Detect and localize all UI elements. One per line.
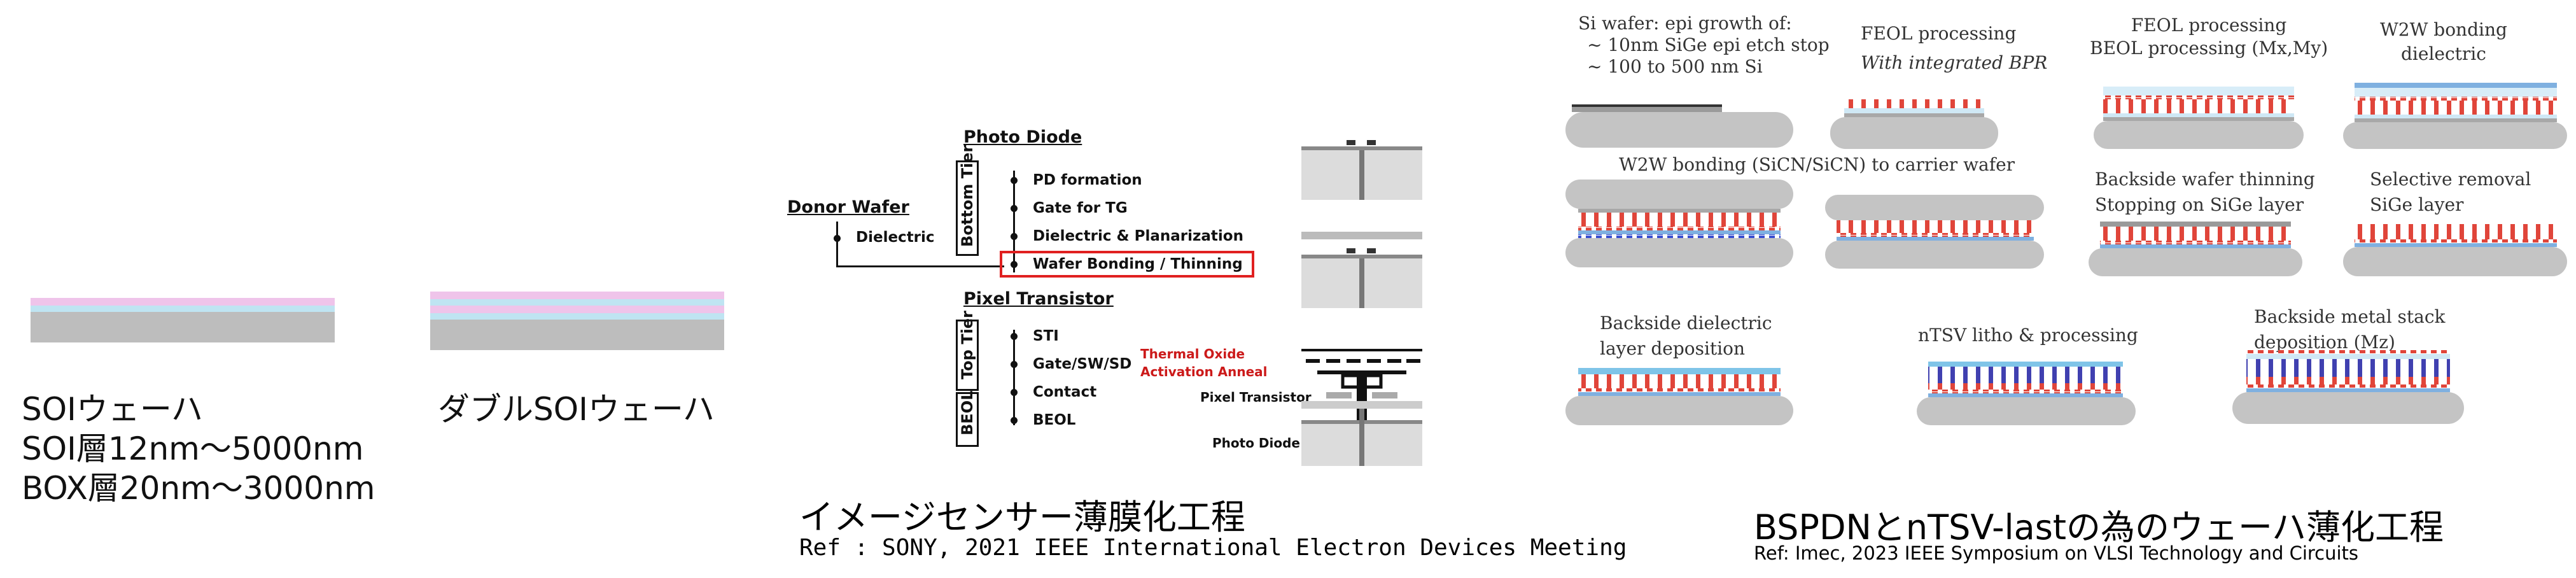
dielectric-label: Dielectric — [856, 229, 935, 246]
wafer-carrier-bonded — [1825, 195, 2044, 269]
step-text: BEOL processing (Mx,My) — [2090, 38, 2328, 59]
donor-connector-v — [836, 222, 838, 266]
step-text: ~ 10nm SiGe epi etch stop — [1587, 34, 1830, 55]
sony-process-cross-sections — [1301, 140, 1422, 466]
step-dot — [1011, 389, 1018, 396]
step-dot — [1011, 333, 1018, 340]
step-text: dielectric — [2401, 43, 2486, 64]
wafer-w2w-carrier — [1565, 180, 1793, 267]
top-tier-box — [956, 320, 979, 391]
soi-caption-line1: SOIウェーハ — [22, 391, 203, 428]
double-soi-layer-1 — [430, 292, 724, 299]
donor-connector-h — [836, 265, 1004, 267]
step-text: FEOL processing — [2131, 15, 2287, 36]
cross-section-final — [1301, 349, 1422, 466]
step-text: W2W bonding — [2380, 19, 2507, 40]
step-text: layer deposition — [1600, 338, 1746, 359]
imec-step-thinning: Backside wafer thinning Stopping on SiGe… — [2095, 167, 2315, 218]
wafer-bs-dielectric — [1565, 368, 1793, 425]
wafer-si-epi — [1565, 104, 1793, 148]
step-dot — [1011, 261, 1018, 268]
bottom-tier-label: Bottom Tier — [958, 144, 976, 247]
wafer-w2w-dielectric — [2343, 83, 2567, 149]
imec-step-w2w-carrier: W2W bonding (SiCN/SiCN) to carrier wafer — [1619, 154, 2015, 175]
imec-step-bs-metal: Backside metal stack deposition (Mz) — [2254, 304, 2446, 355]
step-label: Gate/SW/SD — [1033, 356, 1132, 372]
cross-section-bonded — [1301, 248, 1422, 308]
step-text: deposition (Mz) — [2254, 332, 2395, 353]
step-label: BEOL — [1033, 412, 1076, 428]
imec-step-feol-beol: FEOL processing BEOL processing (Mx,My) — [2090, 14, 2328, 60]
imec-wafer-schematics — [1565, 83, 2567, 425]
sony-title: イメージセンサー薄膜化工程 — [799, 497, 1245, 537]
soi-caption-line2: SOI層12nm～5000nm — [22, 430, 364, 467]
imec-step-bs-dielectric: Backside dielectric layer deposition — [1600, 311, 1772, 362]
wafer-ntsv — [1917, 362, 2136, 425]
top-tier-label: Top Tier — [958, 311, 976, 379]
step-text: SiGe layer — [2370, 194, 2464, 215]
step-text: Backside dielectric — [1600, 313, 1772, 334]
pixel-transistor-header: Pixel Transistor — [963, 289, 1114, 309]
cross-section-donor — [1301, 232, 1422, 239]
wafer-feol — [1830, 99, 1998, 149]
imec-step-feol: FEOL processing With integrated BPR — [1861, 19, 2047, 78]
step-text: Selective removal — [2370, 169, 2531, 190]
imec-ref: Ref: Imec, 2023 IEEE Symposium on VLSI T… — [1754, 542, 2359, 564]
step-label: PD formation — [1033, 172, 1142, 188]
wafer-bs-metal — [2232, 350, 2464, 424]
soi-layer — [31, 298, 335, 306]
wafer-selective-removal — [2343, 224, 2567, 276]
donor-wafer-label: Donor Wafer — [787, 197, 909, 217]
step-label: STI — [1033, 328, 1059, 344]
double-soi-wafer-diagram — [430, 292, 724, 350]
soi-caption: SOIウェーハ SOI層12nm～5000nm BOX層20nm～3000nm — [22, 390, 375, 508]
double-soi-caption: ダブルSOIウェーハ — [438, 391, 715, 428]
soi-substrate — [31, 312, 335, 342]
imec-title: BSPDNとnTSV-lastの為のウェーハ薄化工程 — [1754, 507, 2444, 547]
step-dot — [1011, 417, 1018, 424]
step-text: Si wafer: epi growth of: — [1578, 13, 1792, 34]
step-dot — [1011, 205, 1018, 212]
step-label-highlighted: Wafer Bonding / Thinning — [1033, 256, 1243, 272]
photo-diode-label: Photo Diode — [1212, 435, 1300, 451]
step-text: Backside wafer thinning — [2095, 169, 2315, 190]
step-dot — [1011, 361, 1018, 368]
double-soi-layer-2 — [430, 306, 724, 313]
imec-step-selective: Selective removal SiGe layer — [2370, 167, 2531, 218]
wafer-feol-beol — [2094, 87, 2304, 149]
soi-wafer-diagram — [31, 298, 335, 342]
imec-step-ntsv: nTSV litho & processing — [1918, 325, 2138, 346]
activation-anneal-label: Activation Anneal — [1140, 364, 1268, 379]
beol-tier-label: BEOL — [958, 390, 976, 435]
box-layer — [31, 306, 335, 312]
double-soi-substrate — [430, 320, 724, 350]
imec-step-si-wafer: Si wafer: epi growth of: ~ 10nm SiGe epi… — [1578, 13, 1830, 78]
step-label: Gate for TG — [1033, 200, 1128, 216]
step-label: Dielectric & Planarization — [1033, 228, 1243, 244]
beol-box — [956, 392, 979, 447]
double-box-layer-2 — [430, 313, 724, 320]
wafer-bonding-highlight-box — [1000, 251, 1254, 278]
thermal-oxide-label: Thermal Oxide — [1140, 346, 1245, 362]
step-text: With integrated BPR — [1861, 52, 2048, 73]
cross-section-pd — [1301, 140, 1422, 200]
sony-ref: Ref : SONY, 2021 IEEE International Elec… — [799, 535, 1627, 561]
bottom-spine — [1013, 171, 1015, 272]
pixel-transistor-label: Pixel Transistor — [1200, 390, 1312, 405]
double-box-layer-1 — [430, 299, 724, 306]
step-text: Backside metal stack — [2254, 306, 2446, 327]
step-text: ~ 100 to 500 nm Si — [1587, 56, 1763, 77]
step-label: Contact — [1033, 384, 1097, 400]
soi-caption-line3: BOX層20nm～3000nm — [22, 470, 375, 507]
wafer-backside-thinning — [2089, 222, 2302, 276]
step-text: FEOL processing — [1861, 23, 2017, 44]
top-spine — [1013, 330, 1015, 425]
step-text: Stopping on SiGe layer — [2095, 194, 2304, 215]
step-dot — [1011, 177, 1018, 184]
bottom-tier-box — [956, 160, 979, 256]
photo-diode-header: Photo Diode — [963, 127, 1082, 147]
step-dot — [1011, 233, 1018, 240]
imec-step-w2w-dielectric: W2W bonding dielectric — [2380, 18, 2507, 66]
